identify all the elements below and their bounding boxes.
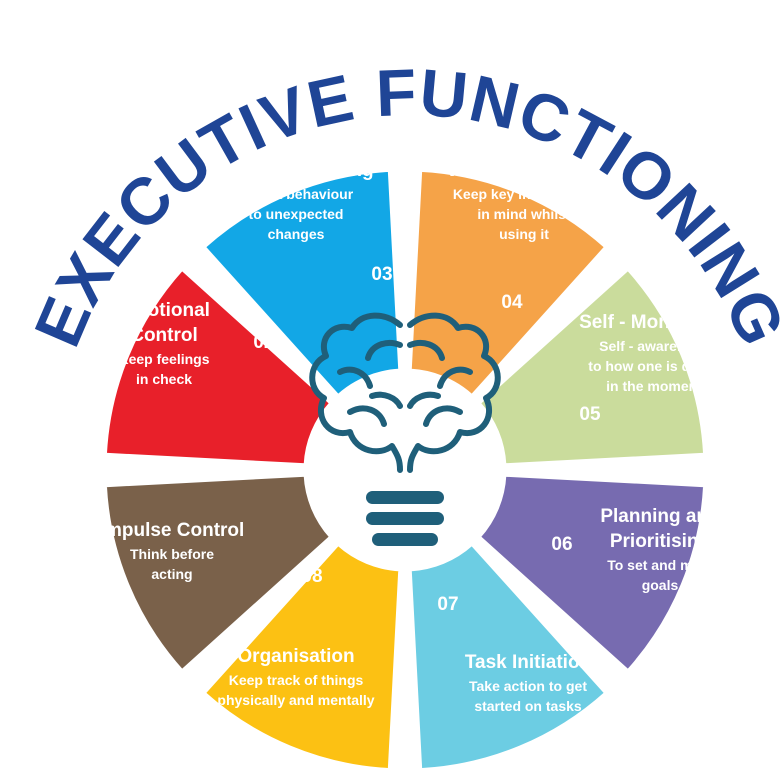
segment-title: Organisation [237,646,354,667]
segment-shape [103,473,333,673]
segment-title: Task Initiation [465,652,591,673]
segment-shape [202,542,402,772]
segment-title: Impulse Control [100,520,245,541]
segment-shape [477,267,707,467]
segment-title: Flexible Thinking [218,160,373,181]
segment-description: changes [268,226,325,242]
segment-description: To set and meet [607,557,713,573]
lightbulb-base-icon [366,491,444,546]
segment-description: to unexpected [249,206,344,222]
segment-shape [477,473,707,673]
segment-shape [408,542,608,772]
brain-lightbulb-icon [309,312,501,546]
segment-description: goals [642,577,679,593]
segment-number: 07 [437,594,458,615]
segment-shape [202,168,402,398]
segment-description: in mind whilst [477,206,571,222]
segment-description: Keep key information [453,186,595,202]
segment-description: to how one is doing [588,358,719,374]
segment-description: Keep feelings [118,351,209,367]
segment-title: Self - Monitoring [579,312,729,333]
segment-description: Take action to get [469,678,587,694]
segment-number: 06 [551,534,572,555]
segment-number: 04 [501,292,523,313]
segment-description: using it [499,226,549,242]
segment-description: acting [151,566,192,582]
segment-number: 03 [371,264,392,285]
segment-number: 05 [579,404,601,425]
segment-description: in check [136,371,192,387]
segment-number: 01 [229,462,251,483]
segment-number: 02 [253,332,274,353]
segment-shape [103,267,333,467]
segment-title: Prioritising [610,531,710,552]
segment-shape [408,168,608,398]
segment-title: Control [130,325,198,346]
segment-description: Keep track of things [229,672,364,688]
segment-number: 08 [301,566,322,587]
brain-icon [309,312,501,473]
segment-description: Self - awareness [599,338,709,354]
segment-description: physically and mentally [217,692,374,708]
segment-title: Planning and [600,506,719,527]
segment-description: Think before [130,546,214,562]
segment-description: started on tasks [474,698,582,714]
segment-title: Emotional [118,300,210,321]
segment-description: Adjust behaviour [239,186,354,202]
segment-description: in the moment [606,378,702,394]
segment-title: Working Memory [447,160,601,181]
